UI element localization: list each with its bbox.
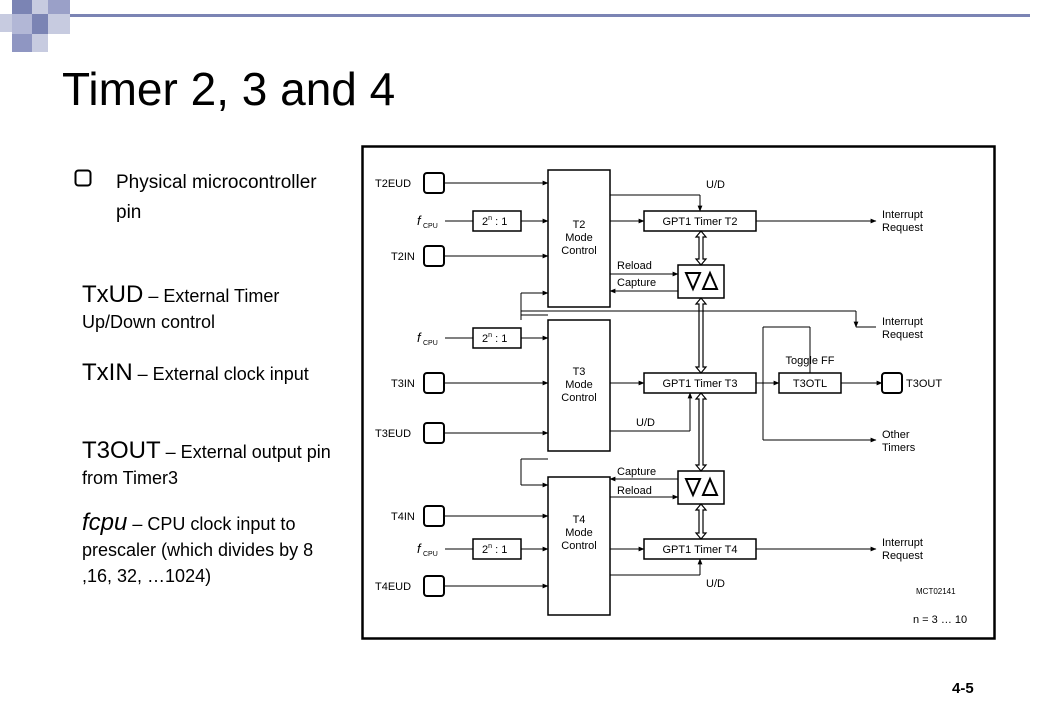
page-number: 4-5 xyxy=(952,680,974,697)
pin-box-icon xyxy=(74,169,92,187)
definition-txin: TxIN – External clock input xyxy=(82,360,344,387)
mode-t4-line1: T4 xyxy=(573,514,586,526)
definition-fcpu: fcpu – CPU clock input to prescaler (whi… xyxy=(82,510,344,589)
ud-label-t3: U/D xyxy=(636,417,655,429)
label-t4eud: T4EUD xyxy=(375,581,411,593)
toggle-ff-label: Toggle FF xyxy=(786,355,835,367)
diagram-frame xyxy=(361,145,996,640)
n-range: n = 3 … 10 xyxy=(913,614,967,626)
prescaler-label: 2n : 1 xyxy=(482,215,507,228)
pin-t3in xyxy=(423,372,445,394)
slide-title: Timer 2, 3 and 4 xyxy=(62,63,396,115)
label-t2in: T2IN xyxy=(391,251,415,263)
triangle-up-icon xyxy=(701,270,719,290)
definition-term: fcpu xyxy=(82,509,128,536)
request-label: Request xyxy=(882,329,923,341)
request-label: Request xyxy=(882,550,923,562)
t3otl-label: T3OTL xyxy=(793,378,827,390)
mode-t2-line1: T2 xyxy=(573,219,586,231)
label-t3eud: T3EUD xyxy=(375,428,411,440)
mode-t4-line2: Mode xyxy=(565,527,593,539)
pin-t3out xyxy=(881,372,903,394)
prescaler-label: 2n : 1 xyxy=(482,332,507,345)
ud-label-t2: U/D xyxy=(706,179,725,191)
capture-label-t4: Capture xyxy=(617,466,656,478)
mode-t4-line3: Control xyxy=(561,540,596,552)
mode-t3-line3: Control xyxy=(561,392,596,404)
timers-label: Timers xyxy=(882,442,916,454)
pin-t3eud xyxy=(423,422,445,444)
definition-desc: – External output pin from Timer3 xyxy=(82,442,331,488)
fcpu-label: f xyxy=(417,541,422,556)
legend-text: Physical microcontroller pin xyxy=(116,172,317,223)
fcpu-label: f xyxy=(417,213,422,228)
interrupt-label: Interrupt xyxy=(882,316,923,328)
pin-t4in xyxy=(423,505,445,527)
timer-t4-label: GPT1 Timer T4 xyxy=(663,544,738,556)
triangle-down-icon xyxy=(684,478,702,498)
label-t3out: T3OUT xyxy=(906,378,942,390)
label-t4in: T4IN xyxy=(391,511,415,523)
triangle-up-icon xyxy=(701,476,719,496)
request-label: Request xyxy=(882,222,923,234)
mode-t3-line2: Mode xyxy=(565,379,593,391)
mode-control-t2 xyxy=(547,169,611,308)
pin-t2eud xyxy=(423,172,445,194)
definition-term: TxIN xyxy=(82,359,133,386)
timer-block-diagram: T2EUD T2IN T3IN T3EUD T4IN T4EUD T3OUT f… xyxy=(361,145,996,640)
prescaler-label: 2n : 1 xyxy=(482,543,507,556)
fcpu-sub: CPU xyxy=(423,551,438,558)
pin-t2in xyxy=(423,245,445,267)
mode-t2-line2: Mode xyxy=(565,232,593,244)
capture-reload-block-upper xyxy=(677,264,725,299)
mode-control-t3 xyxy=(547,319,611,452)
reload-label-t4: Reload xyxy=(617,485,652,497)
timer-t3-label: GPT1 Timer T3 xyxy=(663,378,738,390)
definition-desc: – CPU clock input to prescaler (which di… xyxy=(82,514,314,586)
other-label: Other xyxy=(882,429,910,441)
definition-term: TxUD xyxy=(82,281,144,308)
fcpu-sub: CPU xyxy=(423,223,438,230)
interrupt-label: Interrupt xyxy=(882,537,923,549)
pin-t4eud xyxy=(423,575,445,597)
label-t2eud: T2EUD xyxy=(375,178,411,190)
ud-label-t4: U/D xyxy=(706,578,725,590)
label-t3in: T3IN xyxy=(391,378,415,390)
fcpu-label: f xyxy=(417,330,422,345)
ref-code: MCT02141 xyxy=(916,587,956,596)
definition-t3out: T3OUT – External output pin from Timer3 xyxy=(82,438,344,491)
capture-label-t2: Capture xyxy=(617,277,656,289)
mode-control-t4 xyxy=(547,476,611,616)
capture-reload-block-lower xyxy=(677,470,725,505)
corner-decoration xyxy=(0,0,1030,52)
interrupt-label: Interrupt xyxy=(882,209,923,221)
definition-txud: TxUD – External Timer Up/Down control xyxy=(82,282,344,335)
mode-t3-line1: T3 xyxy=(573,366,586,378)
triangle-down-icon xyxy=(684,272,702,292)
definition-desc: – External clock input xyxy=(132,364,309,384)
mode-t2-line3: Control xyxy=(561,245,596,257)
reload-label-t2: Reload xyxy=(617,260,652,272)
definition-desc: – External Timer Up/Down control xyxy=(82,286,280,332)
definition-term: T3OUT xyxy=(82,437,161,464)
fcpu-sub: CPU xyxy=(423,340,438,347)
timer-t2-label: GPT1 Timer T2 xyxy=(663,216,738,228)
